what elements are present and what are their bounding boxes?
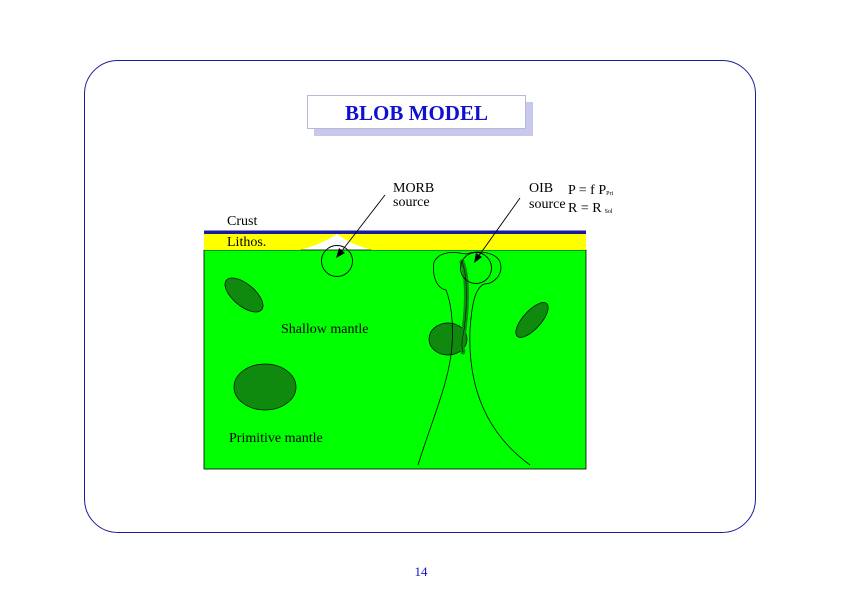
plume-outline [417,251,531,466]
equation-p-subscript: Pri [606,191,614,197]
blob-upper-left [224,277,264,313]
mantle-region [203,249,587,470]
oib-label-line1: OIB [529,181,554,196]
oib-arrow-head [474,253,482,263]
morb-source-circle [321,245,353,277]
page-number: 14 [414,564,428,579]
oib-label-line2: source [529,197,566,212]
equation-p-main: P = f P [568,183,607,198]
morb-label-line2: source [393,195,430,210]
lithosphere-layer [204,234,586,250]
shallow-mantle-label: Shallow mantle [281,322,369,337]
morb-arrow-head [336,248,345,258]
blob-right [515,302,549,338]
plume-conduit-edge [461,261,467,353]
morb-arrow-line [340,194,386,253]
blob-lower-left [233,363,297,411]
crust-layer [204,230,586,234]
equation-r-main: R = R [568,201,602,216]
title-box [307,95,526,129]
slide-title: BLOB MODEL [345,101,488,125]
equation-p: P = f PPri [568,184,613,201]
blob-center [428,322,468,356]
primitive-mantle-label: Primitive mantle [229,431,323,446]
oib-source-circle [460,252,492,284]
crust-label: Crust [227,214,258,229]
oib-arrow-line [477,197,521,258]
lithos-label: Lithos. [227,235,267,250]
morb-label-line1: MORB [393,181,435,196]
equation-r-subscript: Sol [604,209,613,215]
slide-frame [84,60,756,533]
